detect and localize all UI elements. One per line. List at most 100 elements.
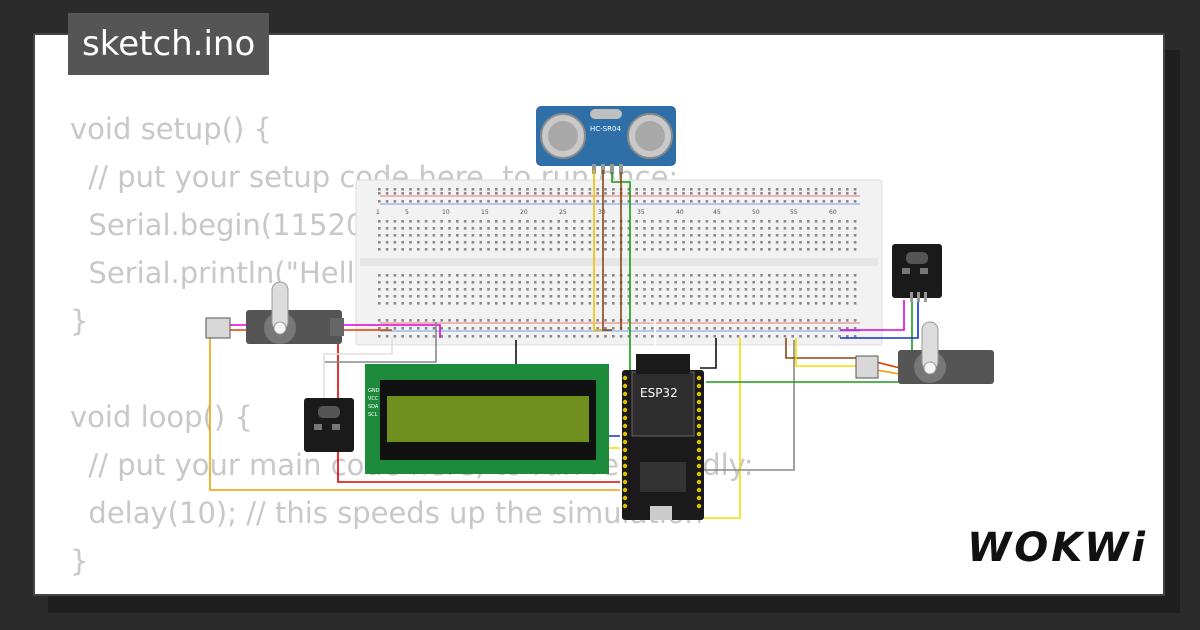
breadboard-hole (393, 188, 397, 191)
breadboard-hole (565, 234, 568, 237)
breadboard-hole (658, 200, 662, 203)
breadboard-hole (502, 274, 506, 277)
breadboard-hole (604, 227, 607, 230)
breadboard-hole (853, 288, 857, 291)
breadboard-hole (736, 188, 740, 191)
breadboard-hole (596, 227, 599, 230)
breadboard-hole (658, 220, 662, 223)
breadboard-hole (378, 302, 381, 305)
ultrasonic-sensor[interactable]: HC-SR04 (536, 106, 676, 174)
breadboard-hole (736, 302, 740, 305)
breadboard-hole (814, 281, 818, 284)
breadboard-hole (471, 234, 475, 237)
breadboard-hole (721, 234, 724, 237)
breadboard-hole (471, 295, 475, 298)
breadboard-hole (580, 248, 584, 251)
breadboard-hole (752, 200, 755, 203)
breadboard-hole (541, 200, 545, 203)
breadboard-hole (565, 274, 568, 277)
breadboard-hole (456, 200, 459, 203)
breadboard-hole (385, 192, 389, 195)
esp32-pin (622, 503, 628, 509)
breadboard-hole (604, 241, 607, 244)
breadboard-hole (604, 288, 607, 291)
breadboard-hole (846, 302, 849, 305)
breadboard-hole (775, 281, 779, 284)
breadboard-hole (596, 234, 599, 237)
breadboard-hole (495, 295, 498, 298)
breadboard-hole (713, 227, 716, 230)
breadboard-hole (838, 248, 841, 251)
breadboard-hole (409, 319, 412, 322)
breadboard-hole (651, 220, 654, 223)
breadboard-hole (635, 192, 638, 195)
breadboard-hole (510, 302, 514, 305)
breadboard-hole (541, 319, 545, 322)
breadboard-hole (697, 295, 701, 298)
breadboard-hole (557, 288, 560, 291)
breadboard-hole (814, 200, 818, 203)
file-tab[interactable]: sketch.ino (68, 13, 270, 75)
breadboard-hole (651, 234, 654, 237)
breadboard-hole (791, 227, 794, 230)
breadboard-hole (518, 327, 521, 330)
breadboard-hole (643, 295, 646, 298)
ir-receiver-right[interactable] (892, 244, 942, 302)
breadboard-hole (791, 200, 794, 203)
servo-right[interactable] (855, 321, 994, 384)
breadboard-hole (479, 274, 482, 277)
breadboard-hole (846, 227, 849, 230)
ir-receiver-left[interactable] (304, 398, 354, 452)
breadboard-hole (760, 234, 763, 237)
breadboard-hole (565, 220, 568, 223)
breadboard-hole (807, 192, 810, 195)
breadboard-hole (846, 188, 849, 191)
breadboard-hole (534, 302, 537, 305)
esp32-pin (622, 487, 628, 493)
breadboard-hole (424, 192, 428, 195)
breadboard-hole (627, 319, 631, 322)
breadboard: 1 5 10 15 20 25 30 35 40 45 50 55 60 (355, 179, 883, 346)
breadboard-hole (697, 192, 701, 195)
breadboard-hole (713, 295, 716, 298)
breadboard-hole (385, 234, 389, 237)
breadboard-hole (510, 200, 514, 203)
breadboard-hole (448, 234, 451, 237)
breadboard-hole (417, 288, 420, 291)
breadboard-hole (643, 234, 646, 237)
column-number: 1 (376, 209, 380, 216)
breadboard-holes (378, 188, 857, 338)
breadboard-hole (604, 188, 607, 191)
breadboard-hole (690, 220, 693, 223)
breadboard-hole (463, 302, 467, 305)
breadboard-hole (697, 248, 701, 251)
servo-left[interactable] (205, 281, 344, 344)
breadboard-hole (409, 281, 412, 284)
breadboard-hole (534, 241, 537, 244)
breadboard-hole (814, 274, 818, 277)
breadboard-hole (674, 288, 677, 291)
breadboard-hole (549, 302, 553, 305)
breadboard-hole (580, 241, 584, 244)
breadboard-hole (565, 192, 568, 195)
breadboard-hole (619, 335, 623, 338)
breadboard-hole (573, 274, 576, 277)
breadboard-hole (775, 319, 779, 322)
breadboard-hole (643, 248, 646, 251)
breadboard-hole (424, 281, 428, 284)
breadboard-hole (526, 241, 529, 244)
lcd-display[interactable]: GND VCC SDA SCL (365, 364, 609, 474)
breadboard-hole (674, 192, 677, 195)
breadboard-hole (502, 227, 506, 230)
esp32-board[interactable]: ESP32 (622, 354, 704, 520)
breadboard-hole (807, 188, 810, 191)
breadboard-hole (822, 188, 826, 191)
breadboard-hole (838, 200, 841, 203)
breadboard-hole (588, 335, 592, 338)
breadboard-hole (674, 302, 677, 305)
breadboard-hole (768, 227, 771, 230)
breadboard-hole (651, 335, 654, 338)
breadboard-hole (682, 274, 685, 277)
breadboard-hole (471, 335, 475, 338)
breadboard-hole (838, 335, 841, 338)
